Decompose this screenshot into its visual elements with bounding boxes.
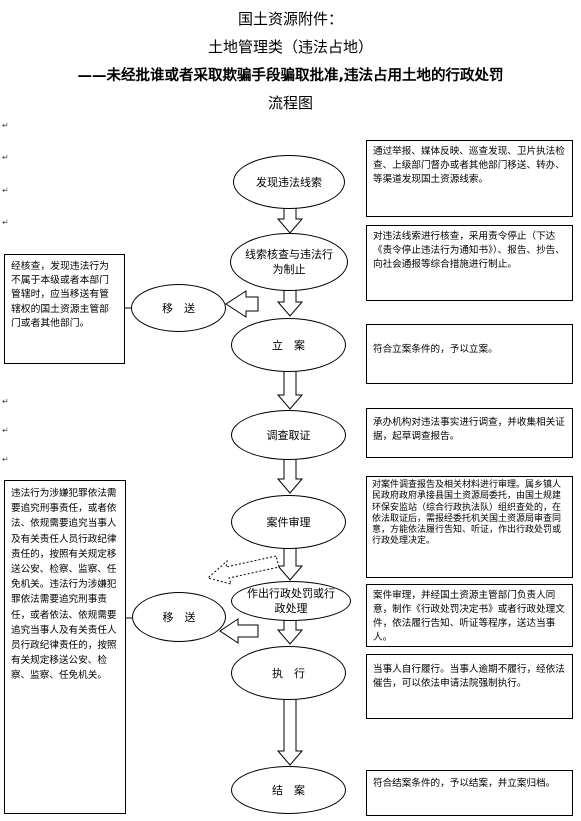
desc-box-discover: 通过举报、媒体反映、巡查发现、卫片执法检查、上级部门督办或者其他部门移送、转办、…: [366, 140, 573, 217]
desc-box-transfer-1: 经核查，发现违法行为不属于本级或者本部门管辖时，应当移送有管辖权的国土资源主管部…: [4, 254, 125, 364]
step-penalty-decision: 作出行政处罚或行政处理: [231, 581, 351, 621]
step-close-case: 结 案: [231, 766, 346, 814]
step-verify-and-stop: 线索核查与违法行为制止: [230, 233, 348, 291]
step-review: 案件审理: [231, 495, 346, 549]
paragraph-mark: ↵: [2, 121, 9, 130]
title-line-3: ——未经批谁或者采取欺骗手段骗取批准,违法占用土地的行政处罚: [77, 68, 504, 84]
transfer-node-1: 移 送: [131, 284, 226, 332]
down-arrow: [276, 458, 304, 494]
step-execute: 执 行: [231, 646, 346, 700]
desc-box-close-case: 符合结案条件的，予以结案，并立案归档。: [366, 770, 573, 816]
down-arrow: [276, 619, 304, 645]
desc-box-verify: 对违法线索进行核查，采用责令停止（下达《责令停止违法行为通知书》）、报告、抄告、…: [366, 225, 573, 301]
left-arrow: [219, 618, 259, 644]
down-arrow: [276, 547, 304, 581]
desc-box-transfer-2: 违法行为涉嫌犯罪依法需要追究刑事责任，或者依法、依规需要追究当事人及有关责任人员…: [4, 480, 126, 814]
down-arrow: [276, 370, 304, 410]
title-line-2: 土地管理类（违法占地）: [207, 38, 373, 56]
left-arrow: [225, 290, 259, 318]
paragraph-mark: ↵: [2, 455, 9, 464]
paragraph-mark: ↵: [2, 218, 9, 227]
down-arrow: [276, 206, 304, 234]
desc-box-file-case: 符合立案条件的，予以立案。: [366, 324, 573, 384]
paragraph-mark: ↵: [2, 397, 9, 406]
down-arrow: [276, 698, 304, 766]
desc-box-review: 对案件调查报告及相关材料进行审理。属乡镇人民政府政府承接县国土资源局委托，由国土…: [366, 476, 573, 578]
title-line-4: 流程图: [267, 94, 313, 112]
desc-box-investigate: 承办机构对违法事实进行调查，并收集相关证据，起草调查报告。: [366, 408, 573, 458]
step-investigate: 调查取证: [231, 410, 346, 460]
paragraph-mark: ↵: [2, 153, 9, 162]
step-discover-clue: 发现违法线索: [233, 155, 345, 209]
desc-box-execute: 当事人自行履行。当事人逾期不履行，经依法催告，可以依法申请法院强制执行。: [366, 654, 573, 719]
down-arrow: [276, 289, 304, 317]
title-line-1: 国土资源附件：: [237, 10, 343, 28]
paragraph-mark: ↵: [2, 186, 9, 195]
paragraph-mark: ↵: [2, 426, 9, 435]
transfer-node-2: 移 送: [132, 592, 226, 642]
step-file-case: 立 案: [231, 318, 346, 372]
diagonal-arrow: [206, 555, 280, 585]
desc-box-penalty: 案件审理，并经国土资源主管部门负责人同意，制作《行政处罚决定书》或者行政处理文件…: [366, 584, 573, 647]
